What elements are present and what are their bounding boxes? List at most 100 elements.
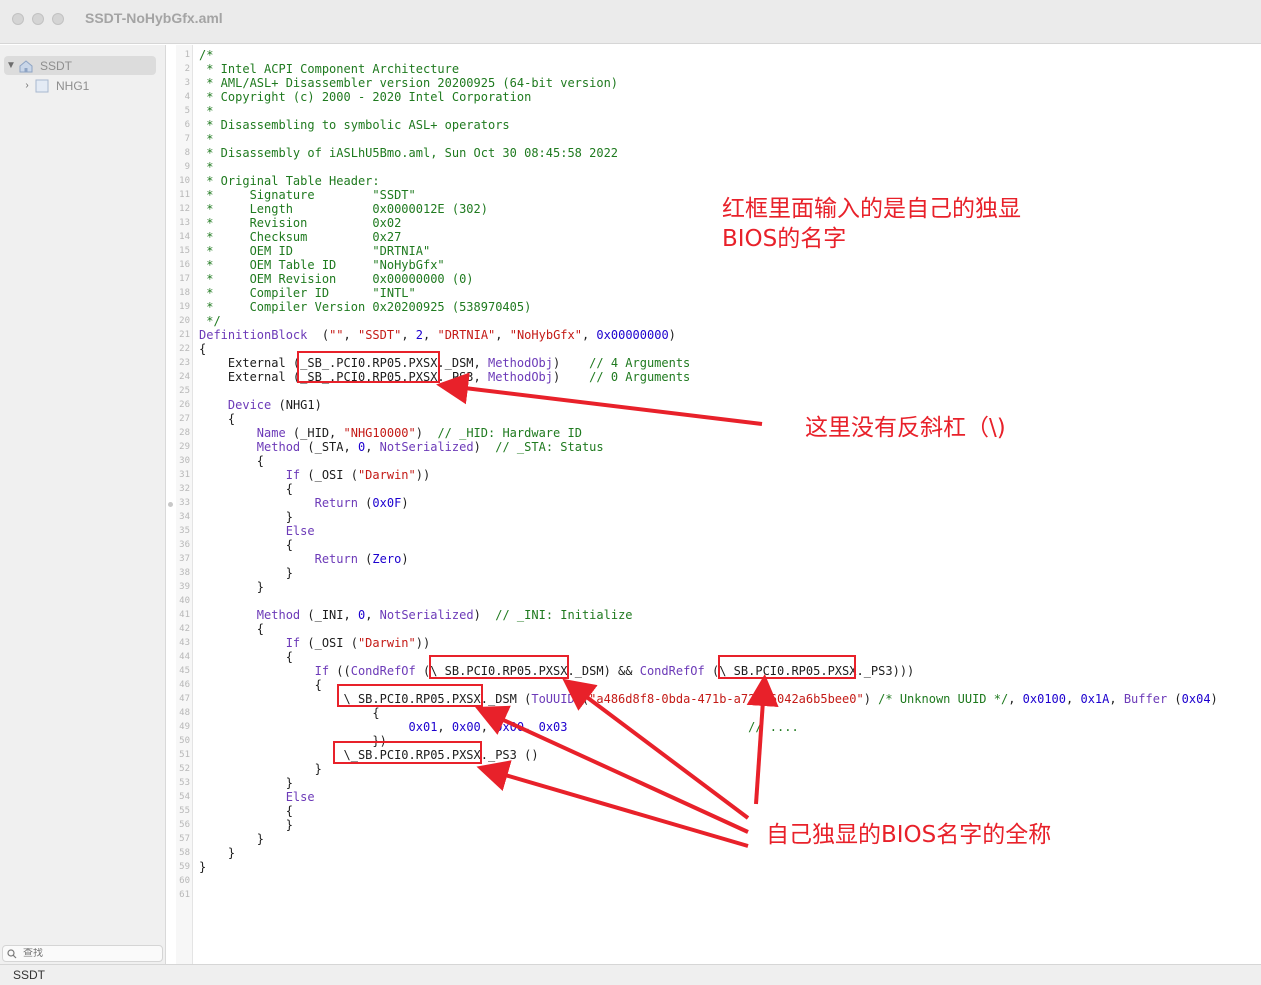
annotation-note-1: 红框里面输入的是自己的独显 BIOS的名字	[722, 194, 1021, 254]
code-line: {	[199, 650, 293, 664]
chevron-right-icon[interactable]: ›	[25, 80, 29, 91]
code-token: MethodObj	[487, 370, 554, 384]
code-token: If	[285, 636, 301, 650]
highlight-box-call-dsm	[337, 684, 483, 707]
code-line: Return (0x0F)	[199, 496, 409, 510]
code-token: * Signature "SSDT"	[199, 188, 416, 202]
code-token: "NHG10000"	[343, 426, 416, 440]
line-number: 16	[179, 260, 190, 270]
code-token: NotSerialized	[379, 608, 474, 622]
code-token: )	[401, 496, 409, 510]
line-number: 8	[184, 148, 190, 158]
code-token: "NoHybGfx"	[509, 328, 582, 342]
code-token: ,	[1109, 692, 1124, 706]
code-line: * Revision 0x02	[199, 216, 401, 230]
code-token: )	[473, 440, 496, 454]
line-number: 32	[179, 484, 190, 494]
code-token: If	[314, 664, 330, 678]
minimize-button[interactable]	[32, 13, 44, 25]
close-button[interactable]	[12, 13, 24, 25]
code-line: {	[199, 622, 264, 636]
code-token: 0x00	[451, 720, 481, 734]
line-number: 40	[179, 596, 190, 606]
code-line: Else	[199, 524, 315, 538]
code-token	[199, 398, 228, 412]
code-line: * Disassembling to symbolic ASL+ operato…	[199, 118, 509, 132]
code-token: ,	[524, 720, 539, 734]
code-token: 0x03	[538, 720, 568, 734]
line-number: 37	[179, 554, 190, 564]
code-token: Else	[285, 790, 315, 804]
code-token: // 0 Arguments	[589, 370, 691, 384]
line-number: 60	[179, 876, 190, 886]
code-token: {	[199, 454, 265, 468]
code-token: "DRTNIA"	[437, 328, 496, 342]
code-token: "Darwin"	[357, 468, 416, 482]
code-token: ,	[480, 720, 496, 734]
code-token: * Compiler ID "INTL"	[199, 286, 416, 300]
code-line: * Intel ACPI Component Architecture	[199, 62, 459, 76]
code-token: * Compiler Version 0x20200925 (538970405…	[199, 300, 532, 314]
code-editor[interactable]: /* * Intel ACPI Component Architecture *…	[199, 45, 1261, 964]
sidebar-item-ssdt[interactable]: ▼ SSDT	[4, 56, 156, 75]
code-token: {	[199, 412, 236, 426]
code-token: 0	[357, 440, 366, 454]
code-token: ,	[365, 440, 380, 454]
window-title: SSDT-NoHybGfx.aml	[85, 10, 223, 26]
code-token: {	[199, 650, 293, 664]
line-number: 24	[179, 372, 190, 382]
code-token	[199, 790, 286, 804]
code-token: }	[199, 846, 236, 860]
code-token: // _HID: Hardware ID	[437, 426, 582, 440]
line-number: 35	[179, 526, 190, 536]
code-line: External (_SB_.PCI0.RP05.PXSX._PS3, Meth…	[199, 370, 690, 384]
line-number: 53	[179, 778, 190, 788]
line-number: 5	[184, 106, 190, 116]
line-number: 34	[179, 512, 190, 522]
highlight-box-condref-ps3	[718, 655, 856, 679]
code-token: }	[199, 860, 207, 874]
search-input[interactable]	[23, 948, 153, 959]
line-number: 33	[179, 498, 190, 508]
code-line: Device (NHG1)	[199, 398, 322, 412]
splitter-handle[interactable]	[168, 502, 173, 507]
code-token: Zero	[372, 552, 402, 566]
line-number: 21	[179, 330, 190, 340]
code-token: 0x04	[1181, 692, 1211, 706]
code-token: * Revision 0x02	[199, 216, 402, 230]
line-number: 52	[179, 764, 190, 774]
code-token: {	[199, 342, 207, 356]
line-number: 36	[179, 540, 190, 550]
code-token	[199, 426, 257, 440]
line-number: 23	[179, 358, 190, 368]
code-line: {	[199, 706, 379, 720]
chevron-down-icon[interactable]: ▼	[6, 60, 16, 71]
document-icon	[35, 79, 49, 92]
code-line: * AML/ASL+ Disassembler version 20200925…	[199, 76, 618, 90]
code-token: 0x0100	[1022, 692, 1067, 706]
search-field[interactable]	[2, 945, 163, 962]
code-token: )	[473, 608, 496, 622]
code-token: * Copyright (c) 2000 - 2020 Intel Corpor…	[199, 90, 532, 104]
code-token: (\_SB.PCI0.RP05.PXSX._DSM) &&	[415, 664, 640, 678]
zoom-button[interactable]	[52, 13, 64, 25]
annotation-note-3: 自己独显的BIOS名字的全称	[766, 822, 1052, 848]
sidebar-item-label: NHG1	[56, 78, 90, 93]
code-line: If (_OSI ("Darwin"))	[199, 636, 431, 650]
code-token: Buffer	[1123, 692, 1168, 706]
code-token: ,	[423, 328, 438, 342]
code-token	[199, 664, 315, 678]
line-number: 13	[179, 218, 190, 228]
code-line: }	[199, 566, 293, 580]
code-token	[568, 720, 749, 734]
sidebar-item-nhg1[interactable]: › NHG1	[20, 76, 156, 95]
code-line: If (_OSI ("Darwin"))	[199, 468, 431, 482]
code-line: * Copyright (c) 2000 - 2020 Intel Corpor…	[199, 90, 531, 104]
code-line: Else	[199, 790, 315, 804]
code-token: Return	[314, 496, 358, 510]
line-number: 39	[179, 582, 190, 592]
line-number: 28	[179, 428, 190, 438]
code-token: }	[199, 776, 293, 790]
code-token: }	[199, 510, 293, 524]
code-line: Method (_INI, 0, NotSerialized) // _INI:…	[199, 608, 633, 622]
